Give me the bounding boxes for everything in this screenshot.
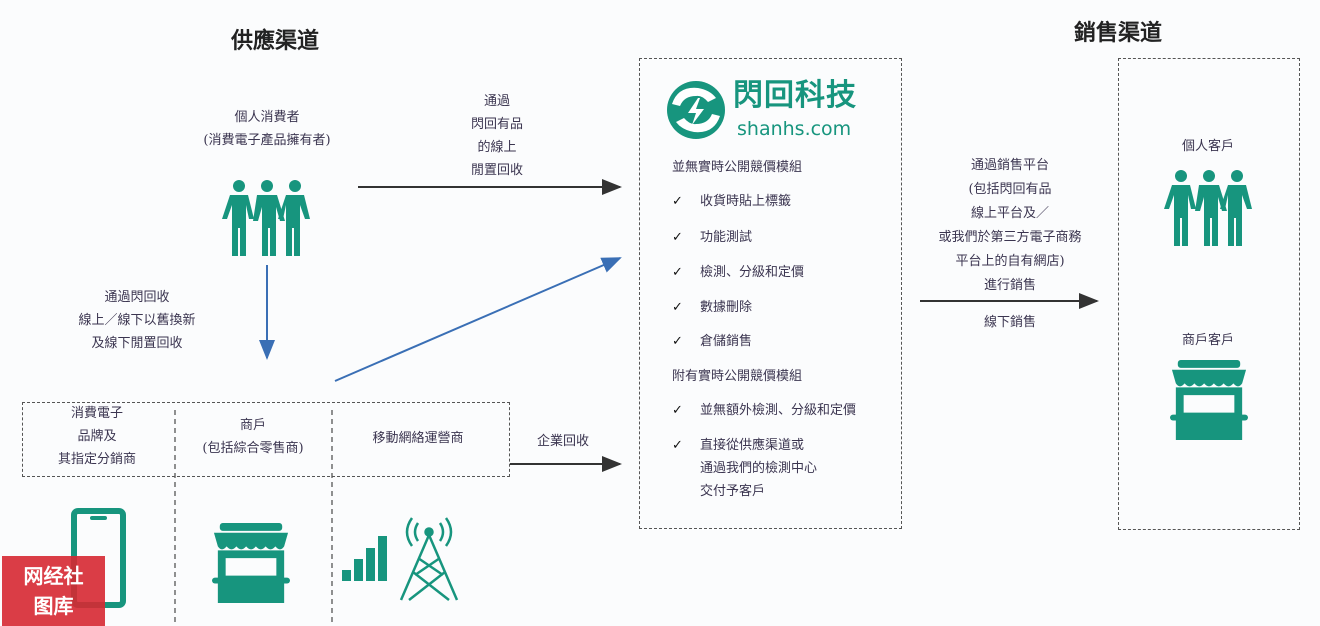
group1-title: 並無實時公開競價模組: [672, 160, 803, 175]
label-line: 線上平台及／: [970, 206, 1050, 221]
label-line: 通過銷售平台: [970, 158, 1050, 173]
consumer-label: 個人消費者 (消費電子產品擁有者): [203, 106, 330, 152]
logo-text-en: shanhs.com: [737, 118, 852, 140]
label-line: 通過: [483, 94, 511, 109]
list-item-text: 功能測試: [700, 230, 753, 245]
list-item-text: 數據刪除: [700, 300, 753, 315]
check-icon: ✓: [672, 334, 683, 349]
group2-title: 附有實時公開競價模組: [672, 369, 803, 384]
platform-box: [639, 58, 902, 529]
check-icon: ✓: [672, 230, 683, 245]
sales-online-route-label: 通過銷售平台 (包括閃回有品 線上平台及／ 或我們於第三方電子商務 平台上的自有…: [938, 154, 1081, 298]
label-line: 的線上: [477, 140, 517, 155]
label-line: 及線下閒置回收: [91, 336, 183, 351]
cell-tower-icon: [399, 517, 459, 601]
offline-route-label: 通過閃回收 線上／線下以舊換新 及線下閒置回收: [78, 286, 195, 355]
text-line: 直接從供應渠道或: [700, 438, 805, 453]
label-line: 進行銷售: [983, 278, 1037, 293]
label-line: 通過閃回收: [104, 290, 170, 305]
list-item-text: 並無額外檢測、分級和定價: [700, 403, 857, 418]
partner-merchants-label: 商戶 (包括綜合零售商): [202, 414, 303, 460]
label-line: 品牌及: [77, 429, 117, 444]
customers-box: [1118, 58, 1300, 530]
list-item: ✓ 並無額外檢測、分級和定價: [672, 399, 856, 422]
sales-channel-title: 銷售渠道: [1073, 21, 1163, 46]
partner-brands-label: 消費電子 品牌及 其指定分銷商: [58, 402, 136, 471]
check-icon: ✓: [672, 438, 683, 453]
watermark-line: 图库: [33, 594, 74, 618]
consumers-people-icon: [222, 180, 310, 256]
consumer-label-line: (消費電子產品擁有者): [203, 133, 331, 148]
list-item: ✓ 直接從供應渠道或通過我們的檢測中心交付予客戶: [672, 434, 817, 503]
watermark-line: 网经社: [23, 564, 84, 588]
supply-channel-title: 供應渠道: [230, 29, 320, 54]
list-item-text: 收貨時貼上標籤: [700, 194, 792, 209]
sales-offline-route-label: 線下銷售: [983, 315, 1037, 330]
label-line: 閒置回收: [470, 163, 524, 178]
check-icon: ✓: [672, 403, 683, 418]
watermark: 网经社 图库: [2, 556, 105, 626]
enterprise-route-label: 企業回收: [536, 434, 590, 449]
partner-carriers-label: 移動網絡運營商: [372, 427, 463, 450]
label-line: (包括綜合零售商): [202, 441, 304, 456]
check-icon: ✓: [672, 300, 683, 315]
shanhs-logo-icon: [667, 81, 725, 139]
label-line: 閃回有品: [470, 117, 524, 132]
label-line: 平台上的自有網店): [955, 254, 1065, 269]
online-route-label: 通過 閃回有品 的線上 閒置回收: [471, 90, 523, 182]
label-line: 線上／線下以舊換新: [78, 313, 196, 328]
consumer-label-line: 個人消費者: [234, 110, 300, 125]
label-line: (包括閃回有品: [968, 182, 1052, 197]
list-item-text: 檢測、分級和定價: [700, 265, 805, 280]
individual-customers-label: 個人客戶: [1181, 139, 1235, 154]
list-item: ✓ 檢測、分級和定價: [672, 261, 804, 284]
list-item: ✓ 倉儲銷售: [672, 330, 752, 353]
partners-box: [22, 402, 510, 477]
text-line: 交付予客戶: [700, 484, 766, 499]
merchant-store-icon: [212, 523, 290, 603]
signal-bars-icon: [342, 536, 387, 581]
partner-to-platform-arrow: [334, 257, 622, 382]
text-line: 通過我們的檢測中心: [700, 461, 818, 476]
label-line: 或我們於第三方電子商務: [938, 230, 1082, 245]
list-item-text: 倉儲銷售: [700, 334, 753, 349]
label-line: 商戶: [239, 418, 266, 433]
check-icon: ✓: [672, 265, 683, 280]
label-line: 消費電子: [70, 406, 124, 421]
merchant-customers-label: 商戶客戶: [1181, 333, 1235, 348]
check-icon: ✓: [672, 194, 683, 209]
label-line: 其指定分銷商: [57, 452, 137, 467]
list-item: ✓ 收貨時貼上標籤: [672, 190, 791, 213]
logo-text-cn: 閃回科技: [733, 78, 857, 113]
list-item: ✓ 數據刪除: [672, 296, 752, 319]
label-line: 移動網絡運營商: [372, 431, 464, 446]
list-item: ✓ 功能測試: [672, 226, 752, 249]
list-item-text: 直接從供應渠道或通過我們的檢測中心交付予客戶: [700, 434, 817, 503]
